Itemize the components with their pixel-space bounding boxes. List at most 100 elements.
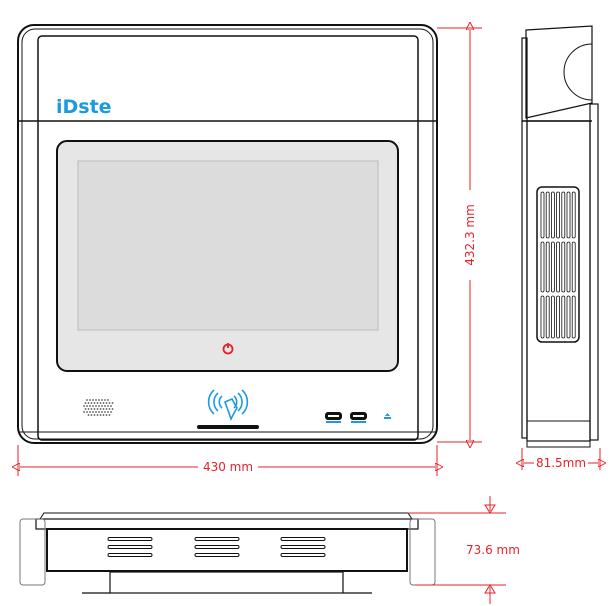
grille-dot (93, 414, 96, 416)
brand-logo: iDste (56, 96, 112, 118)
grille-dot (84, 408, 87, 410)
vent-slot (571, 295, 576, 339)
grille-dot (89, 399, 91, 401)
grille-dot (87, 414, 90, 416)
grille-dot (108, 402, 111, 404)
width-label: 430 mm (203, 460, 253, 474)
vent-slot (556, 241, 560, 293)
vent-slot (107, 553, 153, 557)
grille-dot (84, 402, 87, 404)
vent-slot (571, 241, 576, 293)
grille-dot (99, 414, 102, 416)
vent-slot (545, 295, 550, 339)
grille-dot (95, 399, 97, 401)
grille-dot (86, 411, 88, 413)
grille-dot (111, 408, 114, 410)
vent-slot (566, 241, 571, 293)
vent-slot (551, 295, 555, 339)
grille-dot (90, 414, 93, 416)
grille-dot (92, 411, 94, 413)
grille-dot (87, 402, 90, 404)
power-icon[interactable] (222, 343, 234, 355)
grille-dot (110, 405, 112, 407)
width-dimension (18, 445, 437, 476)
grille-dot (86, 399, 88, 401)
vent-slot (545, 191, 550, 239)
grille-dot (105, 408, 108, 410)
depth-dimension (522, 448, 600, 470)
vent-slot (540, 241, 545, 293)
vent-slot (551, 241, 555, 293)
vent-slot (280, 537, 326, 541)
vent-slot (540, 295, 545, 339)
grille-dot (87, 408, 90, 410)
vent-slot (556, 295, 560, 339)
grille-dot (107, 411, 109, 413)
vent-slot (566, 191, 571, 239)
vent-slot (561, 295, 566, 339)
vent-slot (566, 295, 571, 339)
grille-dot (110, 411, 112, 413)
front-outer-frame (17, 24, 438, 444)
bottom-depth-dimension (408, 496, 506, 604)
grille-dot (93, 408, 96, 410)
display-area (77, 160, 379, 331)
vent-slot (280, 545, 326, 549)
grille-dot (96, 408, 99, 410)
usb-port-icon[interactable] (350, 412, 367, 423)
grille-dot (92, 399, 94, 401)
vent-slot (561, 241, 566, 293)
grille-dot (108, 414, 111, 416)
grille-dot (102, 414, 105, 416)
grille-dot (98, 405, 100, 407)
front-bezel (37, 35, 419, 441)
grille-dot (104, 405, 106, 407)
grille-dot (107, 405, 109, 407)
grille-dot (93, 402, 96, 404)
grille-dot (111, 402, 114, 404)
depth-label: 81.5mm (536, 456, 586, 470)
grille-dot (105, 402, 108, 404)
vent-slot (107, 537, 153, 541)
vent-slot (561, 191, 566, 239)
grille-dot (95, 405, 97, 407)
vent-slot (194, 545, 240, 549)
grille-dot (83, 411, 85, 413)
side-view (521, 25, 599, 448)
grille-dot (107, 399, 109, 401)
grille-dot (108, 408, 111, 410)
grille-dot (101, 399, 103, 401)
grille-dot (98, 399, 100, 401)
bottom-depth-label: 73.6 mm (466, 543, 520, 557)
grille-dot (104, 399, 106, 401)
grille-dot (101, 405, 103, 407)
grille-dot (104, 411, 106, 413)
grille-dot (92, 405, 94, 407)
speaker-grille-icon (83, 399, 114, 416)
vent-slot (545, 241, 550, 293)
bottom-view (19, 512, 436, 594)
vent-slot (571, 191, 576, 239)
vent-slot (551, 191, 555, 239)
grille-dot (90, 408, 93, 410)
usb-port-icon[interactable] (325, 412, 342, 423)
vent-slot (540, 191, 545, 239)
grille-dot (89, 405, 91, 407)
vent-slot (556, 191, 560, 239)
height-dimension (437, 28, 482, 442)
grille-dot (102, 402, 105, 404)
vent-slot (107, 545, 153, 549)
grille-dot (89, 411, 91, 413)
grille-dot (101, 411, 103, 413)
front-view (17, 24, 438, 444)
vent-slot (194, 537, 240, 541)
grille-dot (86, 405, 88, 407)
grille-dot (96, 414, 99, 416)
front-frame-inner (21, 28, 434, 440)
vent-slot (194, 553, 240, 557)
grille-dot (98, 411, 100, 413)
grille-dot (96, 402, 99, 404)
grille-dot (90, 402, 93, 404)
height-label: 432.3 mm (463, 204, 477, 266)
